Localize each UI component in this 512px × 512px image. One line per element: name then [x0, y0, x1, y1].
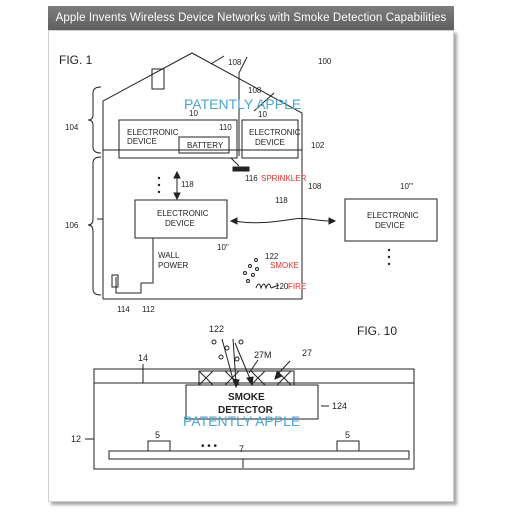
sprinkler-label: SPRINKLER	[261, 174, 307, 183]
fig1-watermark: PATENTLY APPLE	[184, 96, 301, 112]
fig1-label: FIG. 1	[59, 53, 93, 67]
device-c-line1: ELECTRONIC	[157, 209, 209, 218]
device-c-line2: DEVICE	[165, 219, 195, 228]
fig10-ref-124: 124	[332, 401, 347, 411]
sprinkler-icon	[232, 166, 250, 172]
device-d-box	[344, 198, 438, 242]
fire-ref: 120	[275, 282, 289, 291]
article-title: Apple Invents Wireless Device Networks w…	[55, 12, 447, 24]
fire-label: FIRE	[288, 282, 306, 291]
ref-104: 104	[65, 123, 79, 132]
ref-100: 100	[318, 57, 332, 66]
component-5-right	[336, 440, 360, 452]
detector-line1: SMOKE	[228, 392, 265, 403]
fig10-ref-14: 14	[138, 353, 148, 363]
fig10-ref-7: 7	[239, 444, 244, 454]
device-a-ref: 10	[189, 109, 198, 118]
fig1-ellipsis	[157, 176, 391, 266]
ref-108-top: 108	[228, 58, 242, 67]
fig10-ref-12: 12	[71, 434, 81, 444]
device-b-line2: DEVICE	[255, 138, 285, 147]
ref-108-chimney: 108	[248, 86, 262, 95]
smoke-ref: 122	[265, 252, 279, 261]
fig10-ref-5-left: 5	[155, 430, 160, 440]
outlet-icon	[111, 274, 119, 288]
battery-ref: 110	[219, 123, 232, 132]
brace-104	[87, 86, 102, 154]
patent-drawing: FIG. 1 PATENTLY APPLE 100 108 108 104 10…	[59, 52, 438, 470]
ref-108-mid: 108	[308, 182, 322, 191]
smoke-particles-fig10	[211, 339, 244, 362]
fig10-watermark: PATENTLY APPLE	[183, 413, 300, 429]
device-b-line1: ELECTRONIC	[249, 128, 301, 137]
ref-118-a: 118	[181, 180, 194, 189]
device-d-line1: ELECTRONIC	[367, 211, 419, 220]
chimney	[151, 68, 165, 90]
fig10-board	[108, 450, 410, 460]
article-banner: Apple Invents Wireless Device Networks w…	[48, 6, 454, 30]
fig10-ref-27: 27	[302, 348, 312, 358]
ref-112: 112	[142, 305, 155, 314]
fire-icon	[255, 283, 272, 290]
ref-106: 106	[65, 221, 79, 230]
fig10-label: FIG. 10	[357, 324, 397, 338]
component-5-left	[147, 440, 171, 452]
ref-118-b: 118	[275, 196, 288, 205]
smoke-particles-fig1	[243, 258, 259, 283]
fig10-ref-122: 122	[209, 324, 224, 334]
patent-figure: FIG. 1 PATENTLY APPLE 100 108 108 104 10…	[48, 30, 454, 502]
device-a-line2: DEVICE	[127, 137, 157, 146]
device-c-box	[134, 199, 228, 239]
wall-power-wire	[141, 238, 154, 284]
house-roof	[102, 52, 303, 150]
fig10-ref-5-right: 5	[345, 430, 350, 440]
detector-line2: DETECTOR	[218, 405, 274, 416]
battery-box	[178, 136, 230, 154]
smoke-label: SMOKE	[270, 261, 299, 270]
device-c-ref: 10"	[217, 243, 229, 252]
ref-114: 114	[117, 305, 130, 314]
fig10-dots: • • •	[201, 441, 218, 452]
fig10-housing	[93, 368, 415, 470]
wall-power-line1: WALL	[158, 251, 180, 260]
wall-power-line2: POWER	[158, 261, 188, 270]
arrow-118-horizontal	[232, 217, 333, 224]
brace-106	[87, 156, 102, 296]
device-a-line1: ELECTRONIC	[127, 128, 179, 137]
device-d-line2: DEVICE	[375, 221, 405, 230]
battery-label: BATTERY	[187, 141, 224, 150]
device-b-box	[241, 119, 299, 159]
fig10-ref-27M: 27M	[254, 350, 272, 360]
device-a-box	[118, 119, 238, 159]
device-b-ref: 10	[258, 110, 267, 119]
ref-102: 102	[311, 141, 325, 150]
sprinkler-ref: 116	[245, 174, 258, 183]
device-d-ref: 10"'	[400, 182, 414, 191]
